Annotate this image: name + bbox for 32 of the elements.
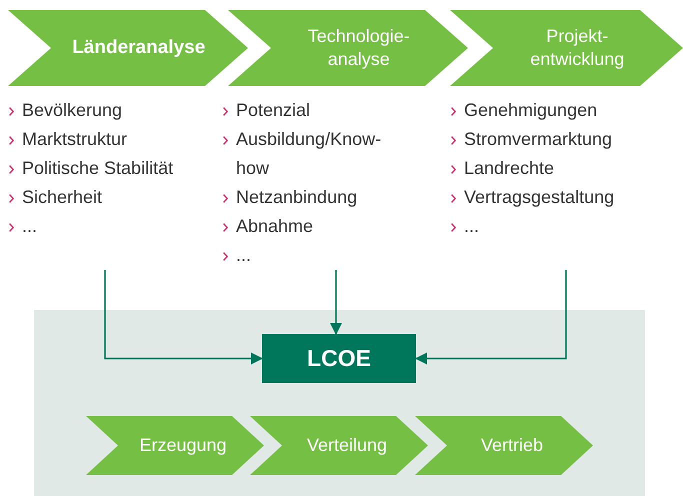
list-item: ...: [464, 216, 480, 236]
list-item: Bevölkerung: [22, 100, 122, 120]
list-item: Marktstruktur: [22, 129, 128, 149]
background-panel: [34, 310, 645, 496]
step-label: Erzeugung: [138, 434, 228, 457]
list-item: Genehmigungen: [464, 100, 598, 120]
process-step-banner: [8, 10, 248, 86]
list-item: Netzanbindung: [236, 187, 358, 207]
list-item: Ausbildung/Know- how: [236, 129, 382, 178]
step-label: Vertrieb: [480, 434, 544, 457]
process-step-banner: [250, 416, 428, 475]
step-label: Verteilung: [306, 434, 388, 457]
process-step-banner: [450, 10, 683, 86]
list-item: Vertragsgestaltung: [464, 187, 614, 207]
result-box: LCOE: [262, 334, 416, 383]
list-item: ...: [236, 245, 252, 265]
list-item: Abnahme: [236, 216, 314, 236]
step-label: Projekt-entwicklung: [529, 24, 626, 71]
arrow: [104, 270, 263, 364]
list-item: Stromvermarktung: [464, 129, 612, 149]
arrow: [330, 270, 342, 335]
arrow: [415, 270, 567, 364]
list-item: ...: [22, 216, 38, 236]
process-step-banner: [415, 416, 593, 475]
step-label: Technologie-analyse: [306, 24, 411, 71]
process-step-banner: [228, 10, 468, 86]
list-item: Potenzial: [236, 100, 310, 120]
list-item: Landrechte: [464, 158, 554, 178]
list-item: Sicherheit: [22, 187, 102, 207]
process-step-banner: [86, 416, 264, 475]
step-label: Länderanalyse: [71, 36, 206, 60]
list-item: Politische Stabilität: [22, 158, 174, 178]
